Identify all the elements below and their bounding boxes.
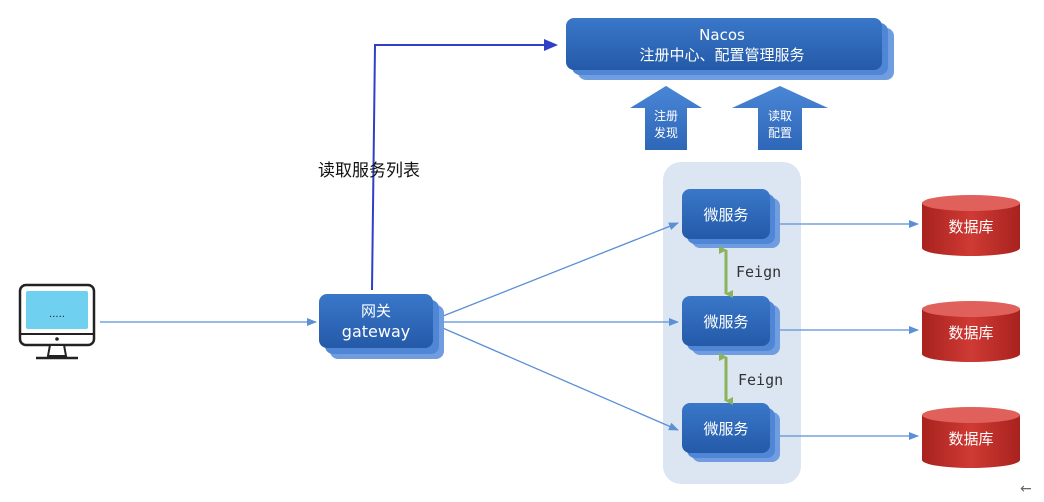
config-label: 配置	[768, 126, 792, 140]
microservice-box-1[interactable]: 微服务	[682, 189, 780, 248]
microservice-box-3[interactable]: 微服务	[682, 403, 780, 462]
nacos-subtitle: 注册中心、配置管理服务	[639, 46, 804, 64]
register-discover-arrow: 注册 发现	[630, 86, 702, 150]
nacos-box[interactable]: Nacos 注册中心、配置管理服务	[566, 18, 894, 80]
read-service-list-label: 读取服务列表	[318, 161, 420, 181]
discover-label: 发现	[654, 125, 678, 140]
back-arrow-icon[interactable]: ←	[1020, 481, 1032, 497]
read-label: 读取	[768, 109, 792, 123]
database-label: 数据库	[948, 324, 993, 342]
svg-text:.....: .....	[49, 309, 65, 320]
gateway-box[interactable]: 网关 gateway	[319, 294, 444, 359]
microservice-box-2[interactable]: 微服务	[682, 296, 780, 355]
microservice-label: 微服务	[703, 206, 748, 224]
gateway-label-en: gateway	[342, 322, 410, 341]
gateway-to-service-1-link	[437, 222, 679, 319]
monitor-icon[interactable]: .....	[18, 283, 96, 360]
database-2[interactable]: 数据库	[922, 301, 1020, 362]
microservice-label: 微服务	[703, 420, 748, 438]
feign-label: Feign	[738, 371, 783, 389]
database-label: 数据库	[948, 218, 993, 236]
database-label: 数据库	[948, 430, 993, 448]
read-service-list-arrow	[371, 39, 558, 291]
gateway-to-service-3-link	[437, 325, 679, 431]
database-3[interactable]: 数据库	[922, 407, 1020, 468]
read-config-arrow: 读取 配置	[732, 86, 828, 150]
nacos-title: Nacos	[699, 26, 745, 44]
microservice-label: 微服务	[703, 313, 748, 331]
register-label: 注册	[654, 108, 678, 123]
gateway-label-cn: 网关	[361, 302, 391, 320]
feign-label: Feign	[736, 263, 781, 281]
database-1[interactable]: 数据库	[922, 195, 1020, 256]
